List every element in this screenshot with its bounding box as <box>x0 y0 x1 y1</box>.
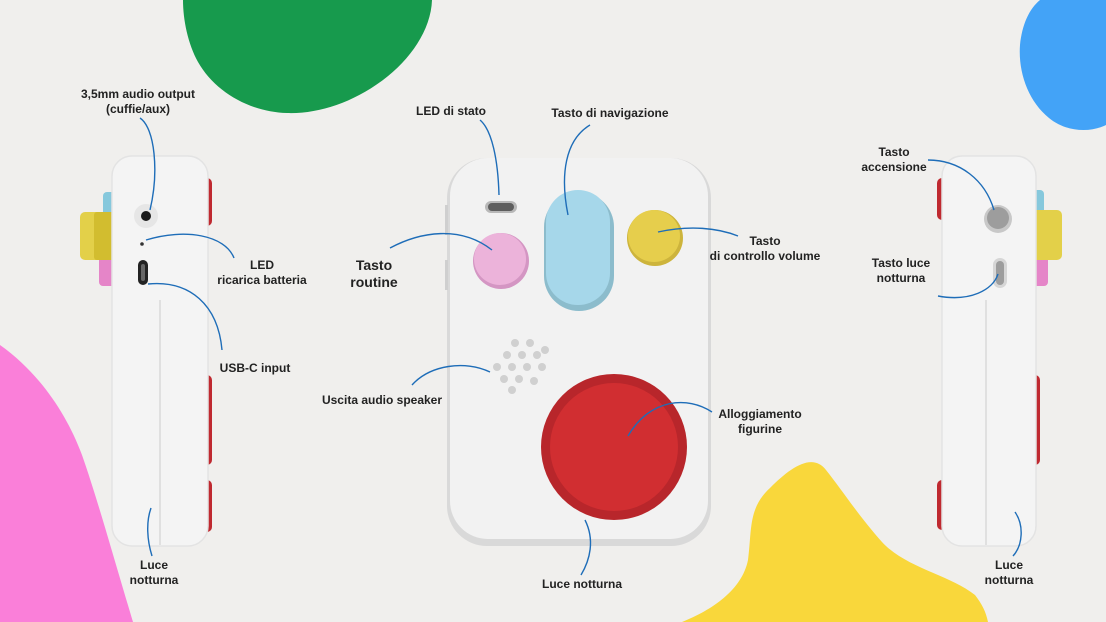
label-audio-output: 3,5mm audio output (cuffie/aux) <box>81 87 195 116</box>
blue-blob <box>1019 0 1106 131</box>
callout-lines <box>139 117 1022 576</box>
device-front <box>445 158 711 546</box>
label-alloggiamento: Alloggiamento figurine <box>718 407 802 436</box>
label-luce-notturna-center: Luce notturna <box>542 577 622 591</box>
device-left-side <box>80 155 212 547</box>
green-blob <box>183 0 432 114</box>
label-luce-notturna-left: Luce notturna <box>129 558 179 587</box>
charge-led <box>140 242 144 246</box>
yellow-blob <box>682 462 988 622</box>
label-led-stato: LED di stato <box>415 104 486 118</box>
label-tasto-navigazione: Tasto di navigazione <box>551 106 669 120</box>
label-luce-notturna-right: Luce notturna <box>984 558 1034 587</box>
label-usbc-input: USB-C input <box>219 361 291 375</box>
label-tasto-routine: Tasto routine <box>350 257 398 290</box>
label-tasto-luce: Tasto luce notturna <box>871 256 931 285</box>
speaker-grille <box>493 339 549 394</box>
label-led-ricarica: LED ricarica batteria <box>217 258 307 287</box>
pink-blob <box>0 345 133 622</box>
label-tasto-accensione: Tasto accensione <box>861 145 927 174</box>
label-tasto-volume: Tasto di controllo volume <box>709 234 821 263</box>
device-right-side <box>937 155 1062 547</box>
label-uscita-audio: Uscita audio speaker <box>321 393 443 407</box>
